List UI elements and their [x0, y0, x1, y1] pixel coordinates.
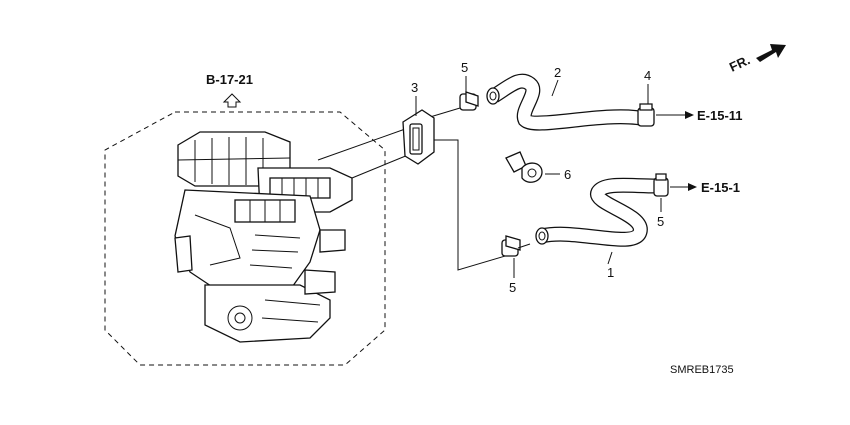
hose-clamp-icon [637, 103, 655, 127]
front-arrow-icon [756, 44, 786, 62]
arrow-right-icon [688, 183, 697, 191]
hose-routing-line-lower [430, 139, 513, 271]
callout-clamp-upper-left: 5 [461, 60, 468, 75]
up-arrow-icon [222, 93, 242, 108]
callout-clamp-lower-left: 5 [509, 280, 516, 295]
hose-clamp-icon [501, 235, 531, 257]
pipe-leader-lower [351, 154, 409, 179]
ref-hose-lower[interactable]: E-15-1 [701, 180, 740, 195]
callout-hose-upper: 2 [554, 65, 561, 80]
lower-hose-icon [535, 177, 657, 247]
upper-hose-icon [486, 73, 642, 131]
hose-clamp-icon [653, 173, 669, 197]
pipe-leader-upper [317, 127, 409, 161]
callout-clamp-upper-right: 4 [644, 68, 651, 83]
diagram-code: SMREB1735 [670, 364, 734, 376]
callout-grommet: 3 [411, 80, 418, 95]
heater-unit-boundary [104, 111, 386, 366]
ref-heater-unit[interactable]: B-17-21 [206, 72, 253, 87]
hose-clamp-icon [459, 91, 479, 111]
hose-clip-icon [505, 151, 543, 183]
callout-clip: 6 [564, 167, 571, 182]
front-direction-marker: FR. [727, 44, 786, 75]
arrow-right-icon [685, 111, 694, 119]
heater-unit-icon [174, 131, 353, 343]
callout-hose-lower: 1 [607, 265, 614, 280]
callout-clamp-lower-right: 5 [657, 214, 664, 229]
ref-hose-upper[interactable]: E-15-11 [697, 108, 743, 123]
front-marker-label: FR. [727, 52, 752, 74]
grommet-icon [402, 109, 435, 165]
